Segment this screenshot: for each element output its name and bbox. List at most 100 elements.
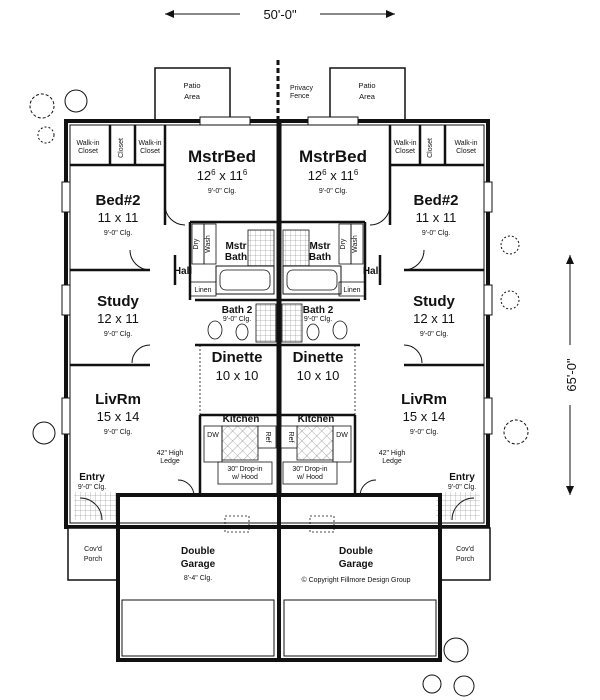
svg-text:9'-0" Clg.: 9'-0" Clg.	[410, 429, 438, 436]
svg-text:Area: Area	[359, 92, 376, 101]
svg-text:Entry: Entry	[449, 472, 475, 483]
svg-text:DW: DW	[336, 432, 348, 439]
walk-in-closet-left: Walk-in Closet Walk-in Closet Closet	[76, 138, 161, 158]
svg-text:Fence: Fence	[290, 93, 310, 100]
hall-right: Hall Linen	[338, 266, 382, 297]
svg-text:Linen: Linen	[343, 287, 360, 294]
room-mstrbed-left: MstrBed 126 x 116 9'-0" Clg.	[188, 147, 256, 195]
svg-text:Cov'd: Cov'd	[84, 546, 102, 553]
svg-text:Dinette: Dinette	[212, 349, 263, 366]
laundry-right: Dry Wash	[338, 223, 364, 265]
mstr-bath-left: Mstr Bath	[215, 229, 275, 295]
svg-text:Hall: Hall	[174, 266, 193, 277]
svg-text:15 x 14: 15 x 14	[97, 409, 140, 424]
svg-text:Closet: Closet	[456, 148, 476, 155]
svg-text:Entry: Entry	[79, 472, 105, 483]
svg-text:Kitchen: Kitchen	[298, 414, 335, 425]
svg-text:Porch: Porch	[456, 556, 474, 563]
svg-text:10 x 10: 10 x 10	[216, 368, 259, 383]
svg-text:9'-0" Clg.: 9'-0" Clg.	[208, 188, 236, 195]
svg-text:MstrBed: MstrBed	[188, 147, 256, 166]
svg-text:9'-0" Clg.: 9'-0" Clg.	[223, 316, 251, 323]
garage-left: Double Garage 8'-4" Clg.	[181, 546, 216, 582]
svg-text:LivRm: LivRm	[95, 391, 141, 408]
entry-right: Entry 9'-0" Clg.	[436, 472, 480, 520]
svg-text:Bath 2: Bath 2	[303, 305, 334, 316]
entry-left: Entry 9'-0" Clg.	[74, 472, 118, 520]
svg-text:Bed#2: Bed#2	[413, 192, 458, 209]
mstr-bath-right: Mstr Bath	[282, 229, 342, 295]
copyright-text: © Copyright Fillmore Design Group	[301, 576, 410, 584]
width-label: 50'-0"	[263, 7, 297, 22]
svg-text:Ledge: Ledge	[160, 458, 180, 465]
svg-text:30" Drop-in: 30" Drop-in	[227, 466, 262, 473]
svg-text:11 x 11: 11 x 11	[98, 210, 139, 225]
svg-text:Closet: Closet	[140, 148, 160, 155]
garage-right: Double Garage © Copyright Fillmore Desig…	[301, 546, 410, 584]
landscape-shrubs	[29, 89, 529, 697]
svg-text:Garage: Garage	[181, 559, 216, 570]
room-bed2-left: Bed#2 11 x 11 9'-0" Clg.	[95, 192, 140, 237]
svg-text:Bath 2: Bath 2	[222, 305, 253, 316]
svg-text:Area: Area	[184, 92, 201, 101]
svg-text:9'-0" Clg.: 9'-0" Clg.	[104, 429, 132, 436]
svg-text:Ref: Ref	[287, 432, 294, 443]
svg-text:12 x 11: 12 x 11	[97, 311, 139, 326]
svg-text:Walk-in: Walk-in	[138, 140, 161, 147]
room-dinette-left: Dinette 10 x 10	[212, 349, 263, 383]
svg-text:Walk-in: Walk-in	[76, 140, 99, 147]
svg-text:Closet: Closet	[78, 148, 98, 155]
room-livrm-left: LivRm 15 x 14 9'-0" Clg.	[95, 391, 141, 436]
overall-width-dimension: 50'-0"	[165, 4, 395, 24]
svg-text:Hall: Hall	[363, 266, 382, 277]
svg-text:Ref: Ref	[264, 432, 271, 443]
svg-text:Ledge: Ledge	[382, 458, 402, 465]
svg-text:126 x 116: 126 x 116	[308, 168, 359, 183]
svg-text:Patio: Patio	[183, 81, 200, 90]
laundry-left: Dry Wash	[191, 223, 217, 265]
svg-text:9'-0" Clg.: 9'-0" Clg.	[104, 230, 132, 237]
svg-text:30" Drop-in: 30" Drop-in	[292, 466, 327, 473]
svg-text:Walk-in: Walk-in	[393, 140, 416, 147]
svg-text:Bed#2: Bed#2	[95, 192, 140, 209]
svg-text:12 x 11: 12 x 11	[413, 311, 455, 326]
svg-text:Garage: Garage	[339, 559, 374, 570]
room-livrm-right: LivRm 15 x 14 9'-0" Clg.	[401, 391, 447, 436]
patio-left: Patio Area	[154, 67, 231, 123]
patio-right: Patio Area	[329, 67, 406, 123]
hall-left: Hall Linen	[174, 266, 217, 297]
windows	[61, 116, 493, 435]
svg-text:42" High: 42" High	[157, 450, 184, 457]
svg-text:Patio: Patio	[358, 81, 375, 90]
svg-text:Walk-in: Walk-in	[454, 140, 477, 147]
svg-text:w/ Hood: w/ Hood	[231, 474, 258, 481]
svg-text:Privacy: Privacy	[290, 85, 313, 92]
svg-text:9'-0" Clg.: 9'-0" Clg.	[420, 331, 448, 338]
svg-text:Closet: Closet	[395, 148, 415, 155]
svg-text:9'-0" Clg.: 9'-0" Clg.	[448, 484, 476, 491]
svg-text:DW: DW	[207, 432, 219, 439]
svg-text:MstrBed: MstrBed	[299, 147, 367, 166]
svg-text:Dinette: Dinette	[293, 349, 344, 366]
svg-text:w/ Hood: w/ Hood	[296, 474, 323, 481]
svg-text:Porch: Porch	[84, 556, 102, 563]
bath2-right: Bath 2 9'-0" Clg.	[281, 303, 348, 343]
svg-text:15 x 14: 15 x 14	[403, 409, 446, 424]
porch-left: Cov'd Porch	[67, 527, 119, 581]
svg-text:11 x 11: 11 x 11	[416, 210, 457, 225]
svg-text:Double: Double	[339, 546, 373, 557]
room-bed2-right: Bed#2 11 x 11 9'-0" Clg.	[413, 192, 458, 237]
walk-in-closet-right: Walk-in Closet Walk-in Closet Closet	[393, 138, 477, 158]
room-dinette-right: Dinette 10 x 10	[293, 349, 344, 383]
svg-text:Dry: Dry	[340, 238, 347, 249]
svg-text:Mstr: Mstr	[225, 241, 246, 252]
svg-text:Dry: Dry	[193, 238, 200, 249]
overall-depth-dimension: 65'-0"	[560, 255, 580, 495]
svg-text:Linen: Linen	[194, 287, 211, 294]
svg-text:9'-0" Clg.: 9'-0" Clg.	[304, 316, 332, 323]
svg-text:42" High: 42" High	[379, 450, 406, 457]
svg-text:Mstr: Mstr	[309, 241, 330, 252]
svg-text:126 x 116: 126 x 116	[197, 168, 248, 183]
svg-text:Bath: Bath	[309, 252, 331, 263]
